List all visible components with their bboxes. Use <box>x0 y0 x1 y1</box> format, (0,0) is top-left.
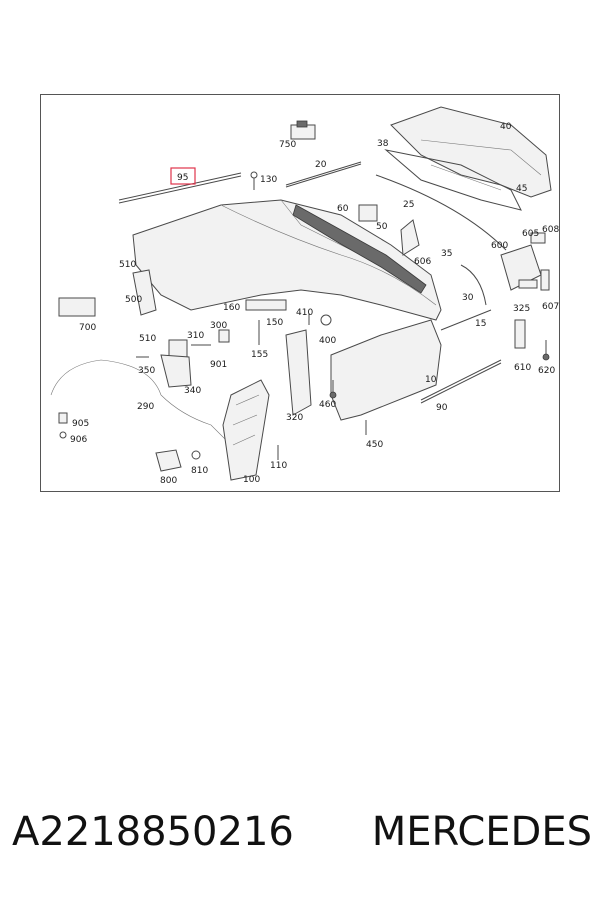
part-label: 620 <box>538 366 555 376</box>
part-label: 60 <box>337 204 349 214</box>
highlight-box <box>170 167 196 185</box>
part-label: 450 <box>366 440 383 450</box>
part-label: 750 <box>279 140 296 150</box>
part-label: 38 <box>377 139 389 149</box>
part-label: 606 <box>414 257 431 267</box>
part-label: 610 <box>514 363 531 373</box>
part-label: 290 <box>137 402 154 412</box>
part-label: 40 <box>500 122 512 132</box>
part-label: 100 <box>243 475 260 485</box>
part-label: 310 <box>187 331 204 341</box>
part-label: 510 <box>119 260 136 270</box>
part-label: 700 <box>79 323 96 333</box>
part-label: 50 <box>376 222 388 232</box>
part-label: 901 <box>210 360 227 370</box>
part-label: 10 <box>425 375 437 385</box>
part-label: 320 <box>286 413 303 423</box>
part-label: 155 <box>251 350 268 360</box>
part-label: 325 <box>513 304 530 314</box>
part-label: 130 <box>260 175 277 185</box>
caption: A2218850216 MERCEDES <box>12 800 592 864</box>
part-label: 300 <box>210 321 227 331</box>
part-label: 810 <box>191 466 208 476</box>
part-label: 30 <box>462 293 474 303</box>
part-label: 800 <box>160 476 177 486</box>
part-label: 410 <box>296 308 313 318</box>
part-label: 150 <box>266 318 283 328</box>
part-label: 35 <box>441 249 452 259</box>
brand-text: MERCEDES <box>371 809 592 855</box>
part-label: 95 <box>177 173 188 183</box>
part-label: 350 <box>138 366 155 376</box>
exploded-view: 40 750 38 20 95 130 45 60 25 50 605 608 … <box>50 106 559 486</box>
part-label: 510 <box>139 334 156 344</box>
part-label: 160 <box>223 303 240 313</box>
part-label: 340 <box>184 386 201 396</box>
part-label: 45 <box>516 184 527 194</box>
part-label: 906 <box>70 435 87 445</box>
part-label: 600 <box>491 241 508 251</box>
part-drawings <box>50 106 552 481</box>
part-label: 400 <box>319 336 336 346</box>
part-label: 90 <box>436 403 448 413</box>
parts-diagram: 40 750 38 20 95 130 45 60 25 50 605 608 … <box>40 94 560 492</box>
part-number-text: A2218850216 <box>12 809 294 855</box>
part-label: 905 <box>72 419 89 429</box>
part-label: 110 <box>270 461 287 471</box>
part-label: 25 <box>403 200 414 210</box>
part-label: 460 <box>319 400 336 410</box>
part-label: 500 <box>125 295 142 305</box>
part-label: 605 <box>522 229 539 239</box>
part-labels: 40 750 38 20 95 130 45 60 25 50 605 608 … <box>70 122 559 486</box>
part-label: 20 <box>315 160 327 170</box>
part-label: 608 <box>542 225 559 235</box>
part-label: 607 <box>542 302 559 312</box>
part-label: 15 <box>475 319 486 329</box>
